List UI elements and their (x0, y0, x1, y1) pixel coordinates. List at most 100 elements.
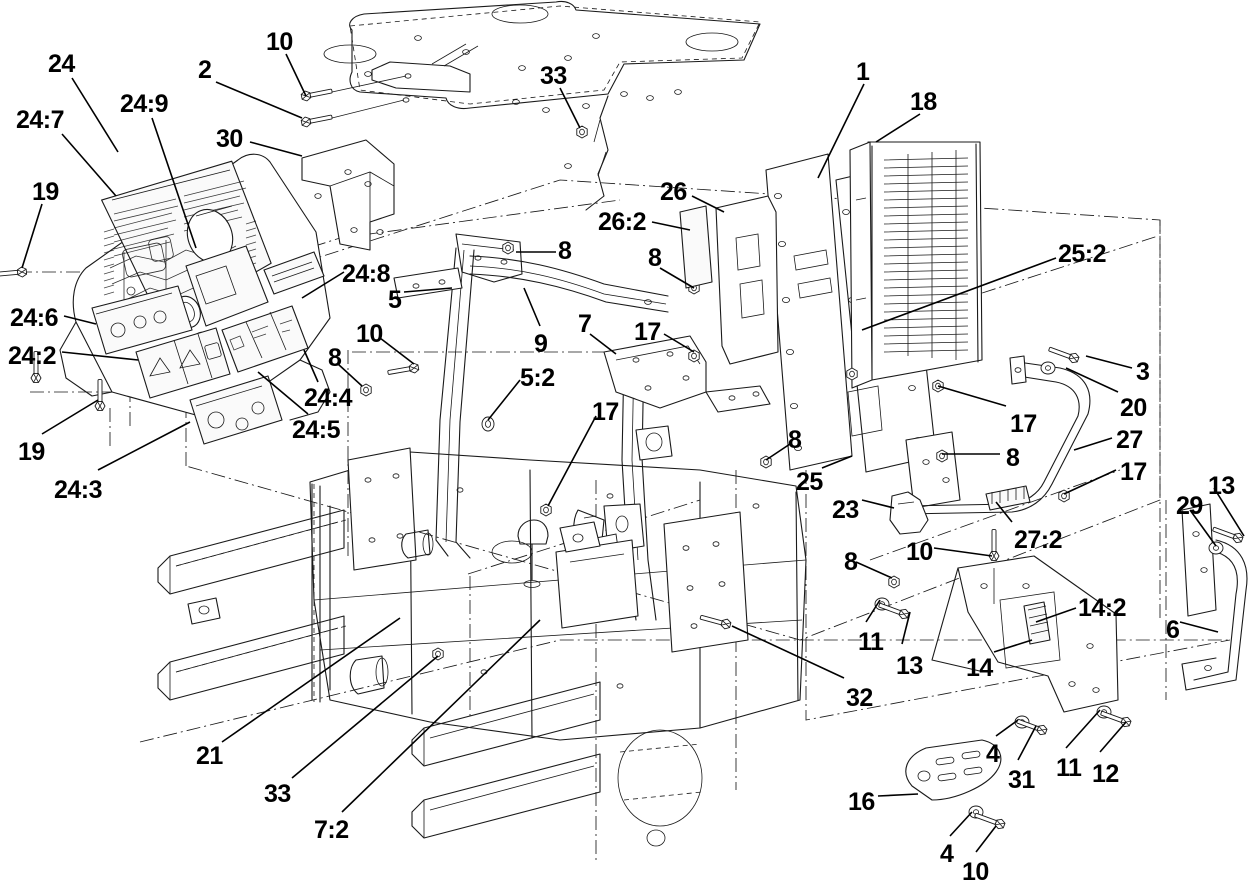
leader-line-19 (41, 399, 99, 435)
leader-line-33 (559, 87, 581, 129)
leader-line-27 (1073, 437, 1113, 451)
callout-2[interactable]: 2 (198, 56, 212, 84)
leader-line-24-3 (97, 421, 191, 471)
callout-17[interactable]: 17 (592, 398, 619, 426)
callout-11[interactable]: 11 (1056, 754, 1082, 782)
nut-8-panel-b (936, 449, 948, 463)
callout-24-8[interactable]: 24:8 (342, 260, 391, 288)
callout-8[interactable]: 8 (648, 244, 662, 272)
leader-line-10 (975, 825, 997, 853)
callout-27[interactable]: 27 (1116, 426, 1143, 454)
callout-32[interactable]: 32 (846, 684, 873, 712)
callout-12[interactable]: 12 (1092, 760, 1119, 788)
callout-10[interactable]: 10 (356, 320, 383, 348)
callout-4[interactable]: 4 (986, 740, 1000, 768)
callout-24-6[interactable]: 24:6 (10, 304, 59, 332)
callout-1[interactable]: 1 (856, 58, 870, 86)
callout-24-9[interactable]: 24:9 (120, 90, 169, 118)
callout-9[interactable]: 9 (534, 330, 548, 358)
leader-line-10 (285, 53, 307, 97)
control-panel-assembly (0, 153, 331, 445)
handle-6 (1181, 503, 1248, 691)
callout-6[interactable]: 6 (1166, 616, 1180, 644)
leader-line-5 (403, 287, 453, 293)
leader-line-16 (877, 793, 919, 797)
callout-11[interactable]: 11 (858, 628, 884, 656)
callout-26-2[interactable]: 26:2 (598, 208, 647, 236)
callout-4[interactable]: 4 (940, 840, 954, 868)
leader-line-24-6 (63, 315, 97, 325)
callout-17[interactable]: 17 (1120, 458, 1147, 486)
callout-16[interactable]: 16 (848, 788, 875, 816)
callout-26[interactable]: 26 (660, 178, 687, 206)
leader-line-12 (1099, 721, 1127, 753)
callout-31[interactable]: 31 (1008, 766, 1035, 794)
callout-24-4[interactable]: 24:4 (304, 384, 353, 412)
callout-14[interactable]: 14 (966, 654, 993, 682)
leader-line-25 (821, 455, 853, 469)
leader-line-8 (337, 363, 363, 387)
callout-29[interactable]: 29 (1176, 492, 1203, 520)
callout-33[interactable]: 33 (264, 780, 291, 808)
callout-7-2[interactable]: 7:2 (314, 816, 349, 844)
foot-pad-16 (905, 739, 1007, 831)
callout-30[interactable]: 30 (216, 125, 243, 153)
leader-line-23 (861, 499, 895, 509)
callout-25[interactable]: 25 (796, 468, 823, 496)
callout-8[interactable]: 8 (558, 237, 572, 265)
leader-line-2 (215, 81, 303, 119)
leader-line-33 (291, 655, 439, 779)
leader-line-30 (249, 141, 303, 157)
leader-line-20 (1065, 367, 1119, 393)
leader-line-1 (817, 83, 865, 179)
leader-line-25-2 (861, 257, 1057, 331)
leader-line-24-4 (303, 349, 319, 383)
callout-5-2[interactable]: 5:2 (520, 364, 555, 392)
callout-8[interactable]: 8 (328, 344, 342, 372)
callout-14-2[interactable]: 14:2 (1078, 594, 1127, 622)
callout-8[interactable]: 8 (1006, 444, 1020, 472)
callout-13[interactable]: 13 (896, 652, 923, 680)
callout-19[interactable]: 19 (18, 438, 45, 466)
callout-33[interactable]: 33 (540, 62, 567, 90)
callout-25-2[interactable]: 25:2 (1058, 240, 1107, 268)
callout-19[interactable]: 19 (32, 178, 59, 206)
callout-24-2[interactable]: 24:2 (8, 342, 57, 370)
bolt-3 (1047, 343, 1081, 365)
callout-5[interactable]: 5 (388, 286, 402, 314)
callout-23[interactable]: 23 (832, 496, 859, 524)
leader-line-8 (855, 561, 893, 579)
callout-8[interactable]: 8 (844, 548, 858, 576)
leader-line-24-5 (257, 371, 309, 415)
callout-18[interactable]: 18 (910, 88, 937, 116)
leader-line-24-9 (151, 117, 197, 249)
decal-27-2 (985, 485, 1031, 511)
callout-3[interactable]: 3 (1136, 358, 1150, 386)
bolt-2-lower (300, 111, 334, 129)
callout-20[interactable]: 20 (1120, 394, 1147, 422)
callout-8[interactable]: 8 (788, 426, 802, 454)
callout-10[interactable]: 10 (266, 28, 293, 56)
callout-17[interactable]: 17 (1010, 410, 1037, 438)
leader-line-24 (71, 77, 119, 153)
leader-line-6 (1179, 621, 1219, 633)
leader-line-9 (523, 287, 541, 327)
callout-24-3[interactable]: 24:3 (54, 476, 103, 504)
callout-7[interactable]: 7 (578, 310, 592, 338)
nut-8-panel-c (846, 367, 858, 381)
callout-27-2[interactable]: 27:2 (1014, 526, 1063, 554)
leader-line-11 (865, 599, 881, 623)
callout-10[interactable]: 10 (962, 858, 989, 885)
leader-line-24-8 (301, 271, 345, 299)
callout-13[interactable]: 13 (1208, 472, 1235, 500)
callout-24[interactable]: 24 (48, 50, 75, 78)
callout-21[interactable]: 21 (196, 742, 223, 770)
leader-line-17 (1063, 469, 1117, 495)
callout-17[interactable]: 17 (634, 318, 661, 346)
callout-24-5[interactable]: 24:5 (292, 416, 341, 444)
leader-line-32 (731, 625, 845, 679)
callout-24-7[interactable]: 24:7 (16, 106, 65, 134)
callout-10[interactable]: 10 (906, 538, 933, 566)
